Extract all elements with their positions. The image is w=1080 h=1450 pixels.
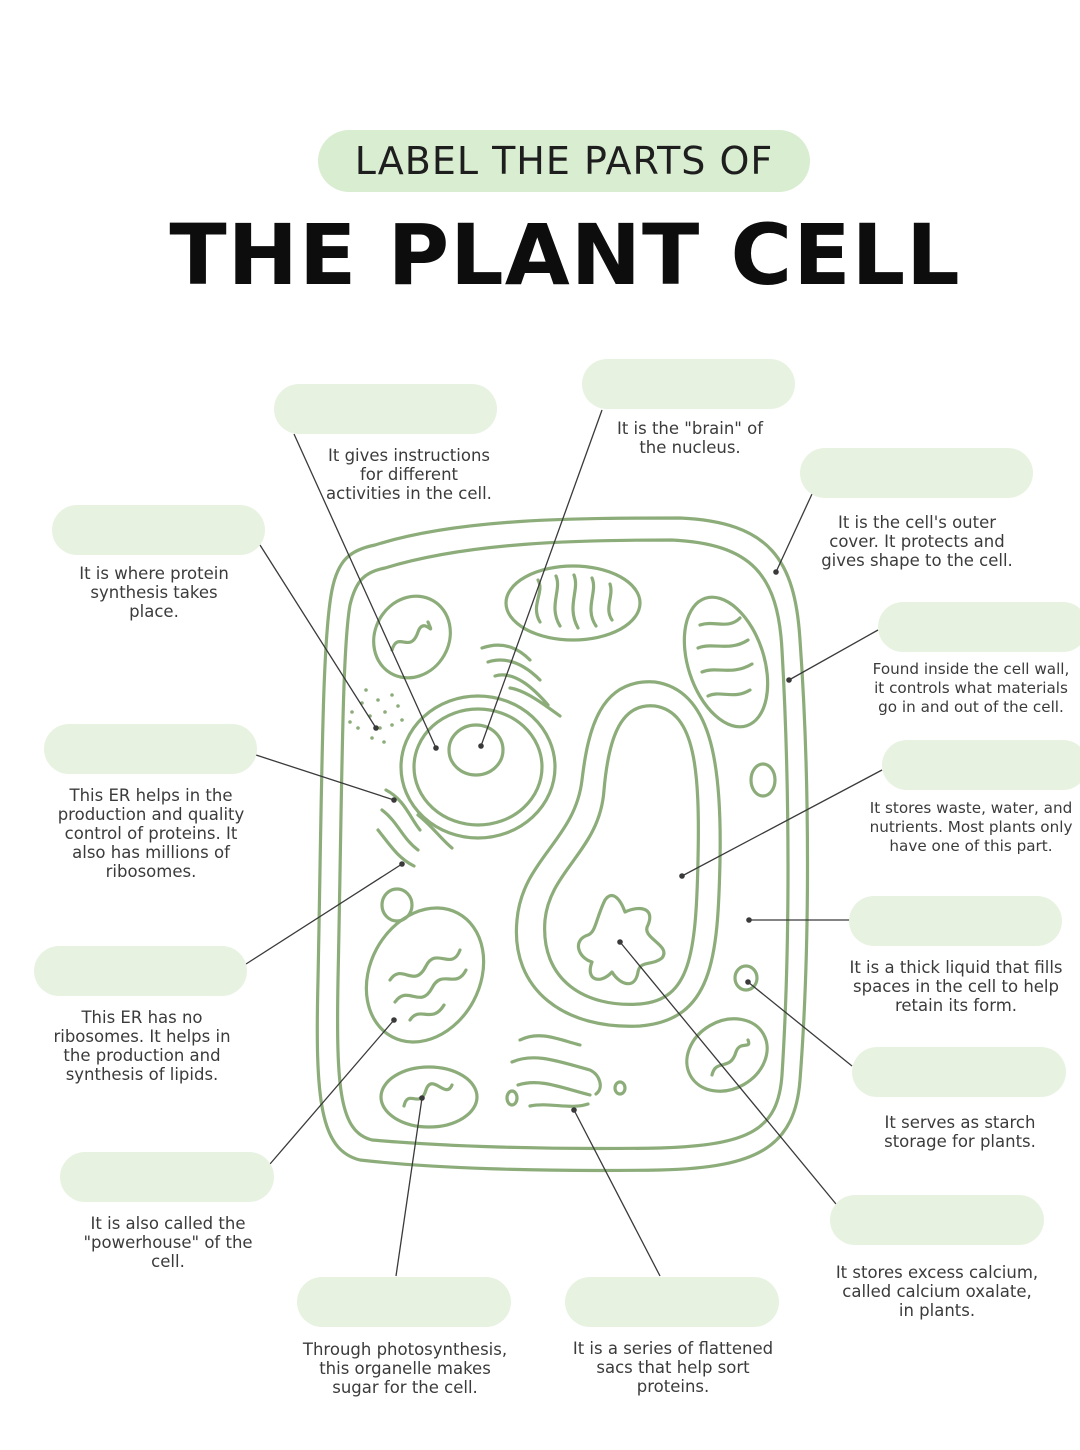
label-box-smooth-er[interactable] — [34, 946, 247, 996]
chloroplast-top — [504, 564, 642, 642]
subtitle-pill: LABEL THE PARTS OF — [318, 130, 810, 192]
subtitle: LABEL THE PARTS OF — [354, 139, 774, 183]
golgi-top — [480, 643, 562, 718]
leader-dots — [373, 569, 792, 1113]
mitochondria-top — [372, 594, 452, 680]
description-nucleolus: It is the "brain" of the nucleus. — [616, 419, 764, 457]
description-rough-er: This ER helps in the production and qual… — [57, 786, 245, 881]
label-box-chloroplast[interactable] — [297, 1277, 511, 1327]
leader-lines — [245, 409, 883, 1277]
description-ribosomes: It is where protein synthesis takes plac… — [79, 564, 229, 621]
label-box-ribosomes[interactable] — [52, 505, 265, 555]
mitochondria-bottom — [379, 1065, 479, 1129]
label-box-calcium-oxalate-crystal[interactable] — [830, 1195, 1044, 1245]
description-amyloplast: It serves as starch storage for plants. — [884, 1113, 1036, 1151]
description-mitochondria: It is also called the "powerhouse" of th… — [83, 1214, 253, 1271]
chloroplast-lower — [364, 906, 486, 1044]
nucleolus — [447, 723, 505, 777]
crystal-star — [576, 894, 666, 986]
ribosome-dots — [348, 688, 404, 744]
description-smooth-er: This ER has no ribosomes. It helps in th… — [53, 1008, 231, 1084]
label-box-amyloplast[interactable] — [852, 1047, 1066, 1097]
label-box-golgi-apparatus[interactable] — [565, 1277, 779, 1327]
label-box-cell-wall[interactable] — [800, 448, 1033, 498]
mitochondria-right — [685, 1017, 769, 1093]
nucleus-inner — [412, 707, 544, 827]
vesicle-right — [749, 762, 777, 798]
label-box-rough-er[interactable] — [44, 724, 257, 774]
rough-er — [376, 788, 454, 868]
description-cytoplasm: It is a thick liquid that fills spaces i… — [849, 958, 1063, 1015]
description-chloroplast: Through photosynthesis, this organelle m… — [302, 1340, 508, 1397]
vesicle-left — [380, 887, 414, 923]
vacuole-outer — [514, 680, 722, 1028]
amyloplast — [733, 964, 759, 992]
description-vacuole: It stores waste, water, and nutrients. M… — [869, 799, 1073, 855]
label-box-vacuole[interactable] — [882, 740, 1080, 790]
label-box-cytoplasm[interactable] — [849, 896, 1062, 946]
description-cell-wall: It is the cell's outer cover. It protect… — [821, 513, 1013, 570]
golgi-apparatus — [510, 1034, 602, 1108]
label-box-cell-membrane[interactable] — [878, 602, 1080, 652]
vacuole-inner — [543, 704, 700, 1006]
chloroplast-right — [682, 595, 770, 729]
description-golgi-apparatus: It is a series of flattened sacs that he… — [572, 1339, 774, 1396]
description-cell-membrane: Found inside the cell wall, it controls … — [872, 660, 1070, 716]
label-box-nucleolus[interactable] — [582, 359, 795, 409]
cell-membrane-outline — [335, 538, 790, 1151]
label-box-nucleus[interactable] — [274, 384, 497, 434]
cell-wall-outline — [315, 516, 810, 1173]
description-calcium-oxalate-crystal: It stores excess calcium, called calcium… — [835, 1263, 1039, 1320]
nucleus-outer — [399, 694, 557, 840]
page-title: THE PLANT CELL — [169, 206, 961, 304]
label-box-mitochondria[interactable] — [60, 1152, 274, 1202]
description-nucleus: It gives instructions for different acti… — [326, 446, 492, 503]
